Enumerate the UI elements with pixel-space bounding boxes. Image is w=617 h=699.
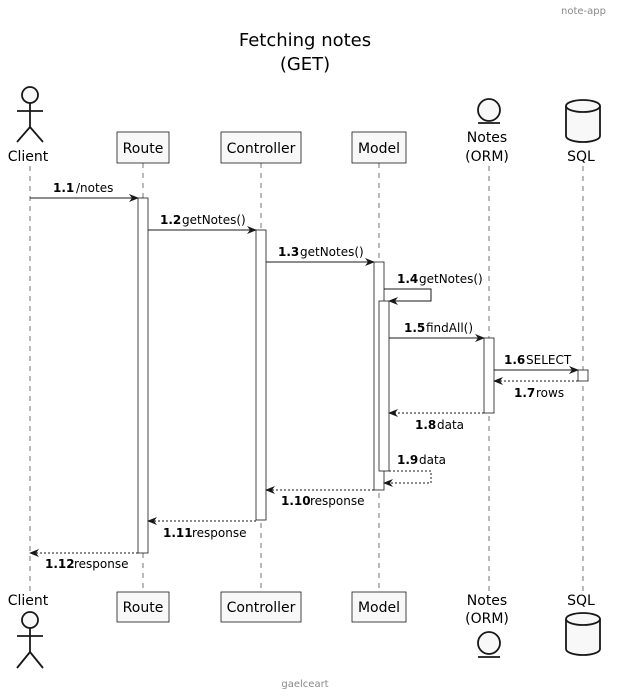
message-number: 1.6 (504, 353, 525, 367)
participant-model-bottom: Model (351, 591, 407, 623)
message-label: getNotes() (419, 272, 483, 286)
message-1-12-return: 1.12 response (29, 549, 138, 571)
message-label: data (437, 418, 464, 432)
participant-label-sql: SQL (567, 149, 595, 165)
message-number: 1.4 (397, 272, 418, 286)
message-label: SELECT (526, 353, 572, 367)
participant-label-controller: Controller (227, 600, 296, 616)
footer-label: gaelceart (281, 679, 328, 690)
participant-label-client: Client (8, 593, 49, 609)
participant-label-notes: Notes (467, 130, 507, 146)
message-1-3: 1.3 getNotes() (266, 245, 375, 266)
activation-route (137, 197, 149, 554)
participant-label-model: Model (358, 141, 400, 157)
activation-sql (577, 369, 589, 382)
message-number: 1.5 (404, 321, 425, 335)
message-number: 1.9 (397, 453, 418, 467)
participant-label-route: Route (123, 141, 164, 157)
message-label: rows (536, 386, 564, 400)
participant-label-notes-orm: (ORM) (465, 149, 509, 165)
message-label: /notes (76, 181, 113, 195)
participant-model-top: Model (351, 131, 407, 164)
participant-label-client: Client (8, 149, 49, 165)
message-label: response (310, 494, 365, 508)
header-label: note-app (561, 6, 606, 17)
participant-route-bottom: Route (116, 591, 170, 623)
message-number: 1.11 (163, 526, 193, 540)
message-number: 1.8 (415, 418, 436, 432)
message-1-6: 1.6 SELECT (494, 353, 579, 374)
activation-notes (483, 337, 495, 414)
message-label: response (74, 557, 129, 571)
message-number: 1.2 (160, 213, 181, 227)
message-number: 1.1 (53, 181, 74, 195)
database-icon (565, 99, 601, 143)
entity-icon (477, 98, 501, 124)
message-label: getNotes() (300, 245, 364, 259)
diagram-title: Fetching notes (239, 30, 371, 51)
message-1-5: 1.5 findAll() (389, 321, 485, 342)
participant-notes-top: Notes (ORM) (465, 98, 509, 165)
participant-sql-top: SQL (565, 99, 601, 165)
message-1-4-self: 1.4 getNotes() (384, 272, 483, 305)
database-icon (565, 612, 601, 656)
participant-controller-top: Controller (220, 131, 302, 164)
participant-notes-bottom: Notes (ORM) (465, 593, 509, 658)
message-number: 1.10 (281, 494, 311, 508)
participant-label-notes-orm: (ORM) (465, 611, 509, 627)
participant-label-notes: Notes (467, 593, 507, 609)
message-number: 1.12 (45, 557, 75, 571)
message-label: response (192, 526, 247, 540)
message-number: 1.3 (278, 245, 299, 259)
participant-client-bottom: Client (8, 593, 49, 669)
message-1-1: 1.1 /notes (30, 181, 139, 202)
message-1-9-self-return: 1.9 data (383, 453, 446, 487)
participant-label-model: Model (358, 600, 400, 616)
activation-model-nested (378, 300, 390, 472)
participant-controller-bottom: Controller (220, 591, 302, 623)
participant-client-top: Client (8, 86, 49, 165)
participant-label-controller: Controller (227, 141, 296, 157)
message-1-8-return: 1.8 data (388, 409, 484, 432)
message-1-2: 1.2 getNotes() (148, 213, 257, 234)
message-1-11-return: 1.11 response (147, 517, 256, 540)
participant-label-sql: SQL (567, 593, 595, 609)
actor-icon (16, 86, 44, 143)
participant-route-top: Route (116, 131, 170, 164)
participant-label-route: Route (123, 600, 164, 616)
message-1-7-return: 1.7 rows (493, 377, 578, 400)
message-number: 1.7 (514, 386, 535, 400)
actor-icon (16, 611, 44, 669)
entity-icon (477, 631, 501, 658)
message-1-10-return: 1.10 response (265, 486, 374, 508)
message-label: findAll() (426, 321, 473, 335)
participant-sql-bottom: SQL (565, 593, 601, 656)
diagram-subtitle: (GET) (280, 54, 330, 75)
activation-controller (255, 229, 267, 521)
message-label: data (419, 453, 446, 467)
message-label: getNotes() (182, 213, 246, 227)
